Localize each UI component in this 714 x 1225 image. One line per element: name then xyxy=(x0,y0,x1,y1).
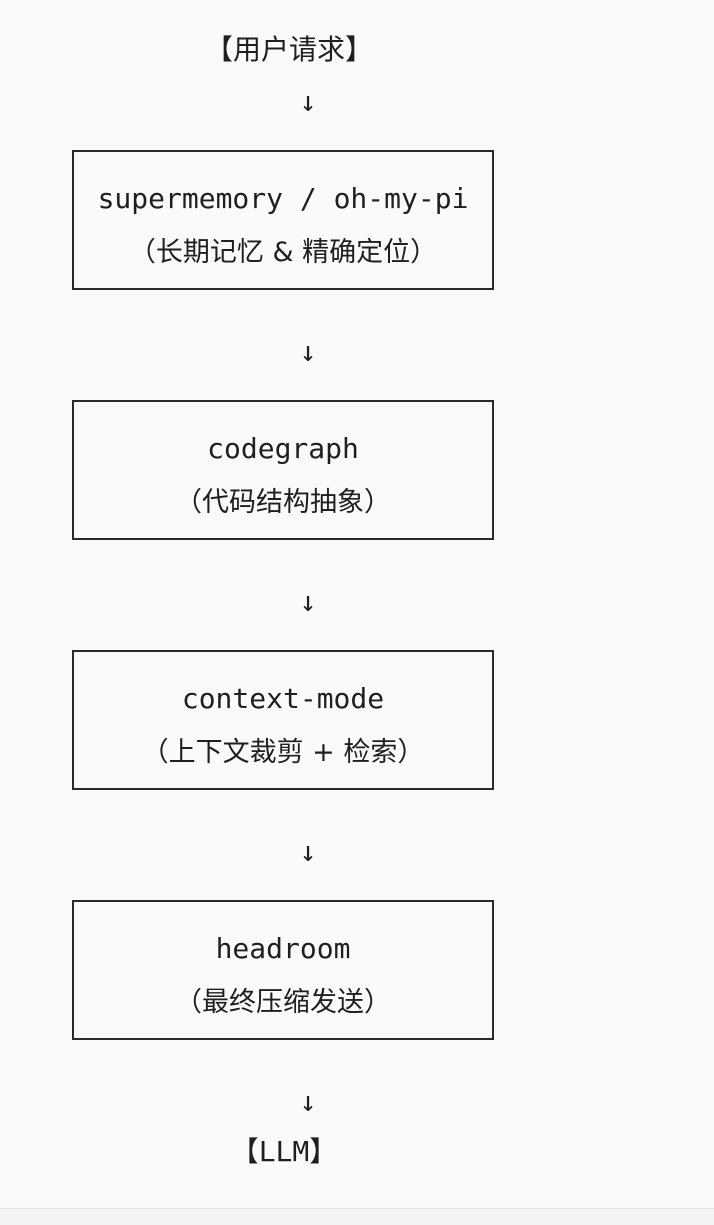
stage-box-codegraph: codegraph （代码结构抽象） xyxy=(72,400,494,540)
arrow-5: ↓ xyxy=(299,1085,317,1118)
stage-box-context-mode: context-mode （上下文裁剪 + 检索） xyxy=(72,650,494,790)
stage-title: context-mode xyxy=(181,682,385,715)
stage-title: codegraph xyxy=(207,432,359,465)
stage-subtitle: （最终压缩发送） xyxy=(175,987,391,1018)
start-node: 【用户请求】 xyxy=(204,33,373,66)
stage-subtitle: （长期记忆 & 精确定位） xyxy=(128,237,438,268)
arrow-4: ↓ xyxy=(299,835,317,868)
page-footer-strip xyxy=(0,1208,714,1225)
stage-subtitle: （代码结构抽象） xyxy=(175,487,391,518)
stage-box-supermemory: supermemory / oh-my-pi （长期记忆 & 精确定位） xyxy=(72,150,494,290)
arrow-3: ↓ xyxy=(299,585,317,618)
stage-title: headroom xyxy=(215,932,351,965)
stage-title: supermemory / oh-my-pi xyxy=(97,182,469,215)
end-node: 【LLM】 xyxy=(230,1135,338,1168)
stage-subtitle: （上下文裁剪 + 检索） xyxy=(141,737,425,768)
arrow-1: ↓ xyxy=(299,85,317,118)
arrow-2: ↓ xyxy=(299,335,317,368)
stage-box-headroom: headroom （最终压缩发送） xyxy=(72,900,494,1040)
